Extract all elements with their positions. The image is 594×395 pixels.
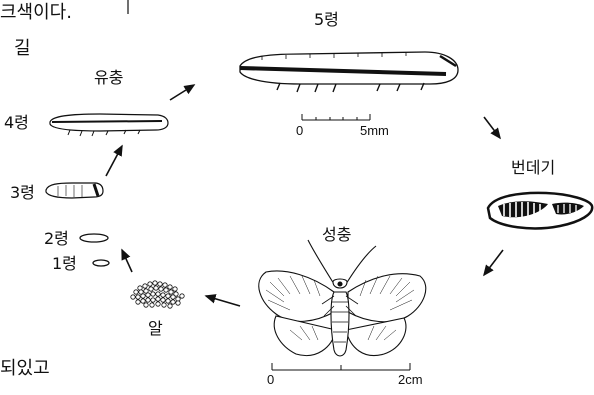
instar2-larva	[80, 234, 108, 242]
arrow-egg-to-instar1	[122, 250, 132, 272]
arrow-instar5-to-pupa	[484, 117, 500, 138]
instar1-larva	[93, 260, 109, 266]
arrow-instar3-to-instar4	[106, 146, 122, 176]
arrow-adult-to-egg	[206, 296, 240, 306]
instar4-larva	[50, 114, 168, 136]
instar5-larva	[240, 52, 458, 92]
pupa	[488, 193, 592, 229]
scale-bar-adult	[272, 363, 410, 370]
instar3-larva	[46, 183, 103, 198]
arrow-pupa-to-adult	[484, 250, 503, 275]
egg-cluster	[131, 281, 184, 308]
adult-moth	[259, 240, 426, 356]
arrow-larva-to-instar5	[170, 85, 194, 100]
scale-bar-larva	[302, 114, 370, 120]
